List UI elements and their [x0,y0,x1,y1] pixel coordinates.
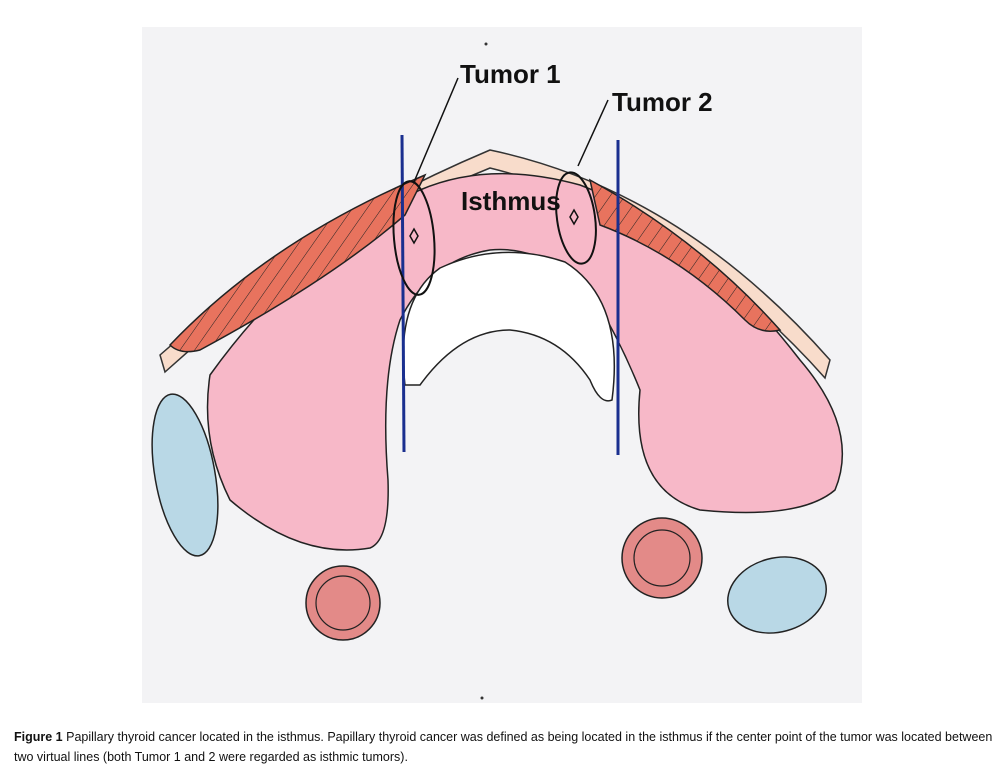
thyroid-isthmus-diagram: Tumor 1 Tumor 2 Isthmus [142,27,862,703]
caption-text: Papillary thyroid cancer located in the … [14,730,993,764]
tumor-1-center-icon [409,227,419,245]
isthmus-label: Isthmus [461,186,561,216]
left-strap-muscle [168,173,427,353]
left-carotid-artery [305,565,381,641]
left-carotid-lumen [315,575,371,631]
left-jugular-vein [151,393,219,557]
tumor-2-label: Tumor 2 [612,87,713,117]
tumor-1-outline [392,180,436,296]
right-carotid-lumen [633,529,691,587]
right-strap-muscle [588,178,782,332]
tumor-1-leader [413,77,459,183]
tumor-2-outline [555,171,597,265]
figure-caption: Figure 1 Papillary thyroid cancer locate… [14,727,999,767]
trachea [402,251,616,402]
tumor-2-leader [577,99,609,167]
dot-marker [480,696,484,700]
tumor-2-center-icon [569,208,579,226]
left-virtual-line [400,134,406,453]
figure-number: Figure 1 [14,730,63,744]
right-jugular-vein [727,556,827,634]
dot-marker [484,42,488,46]
tumor-1-label: Tumor 1 [460,59,561,89]
